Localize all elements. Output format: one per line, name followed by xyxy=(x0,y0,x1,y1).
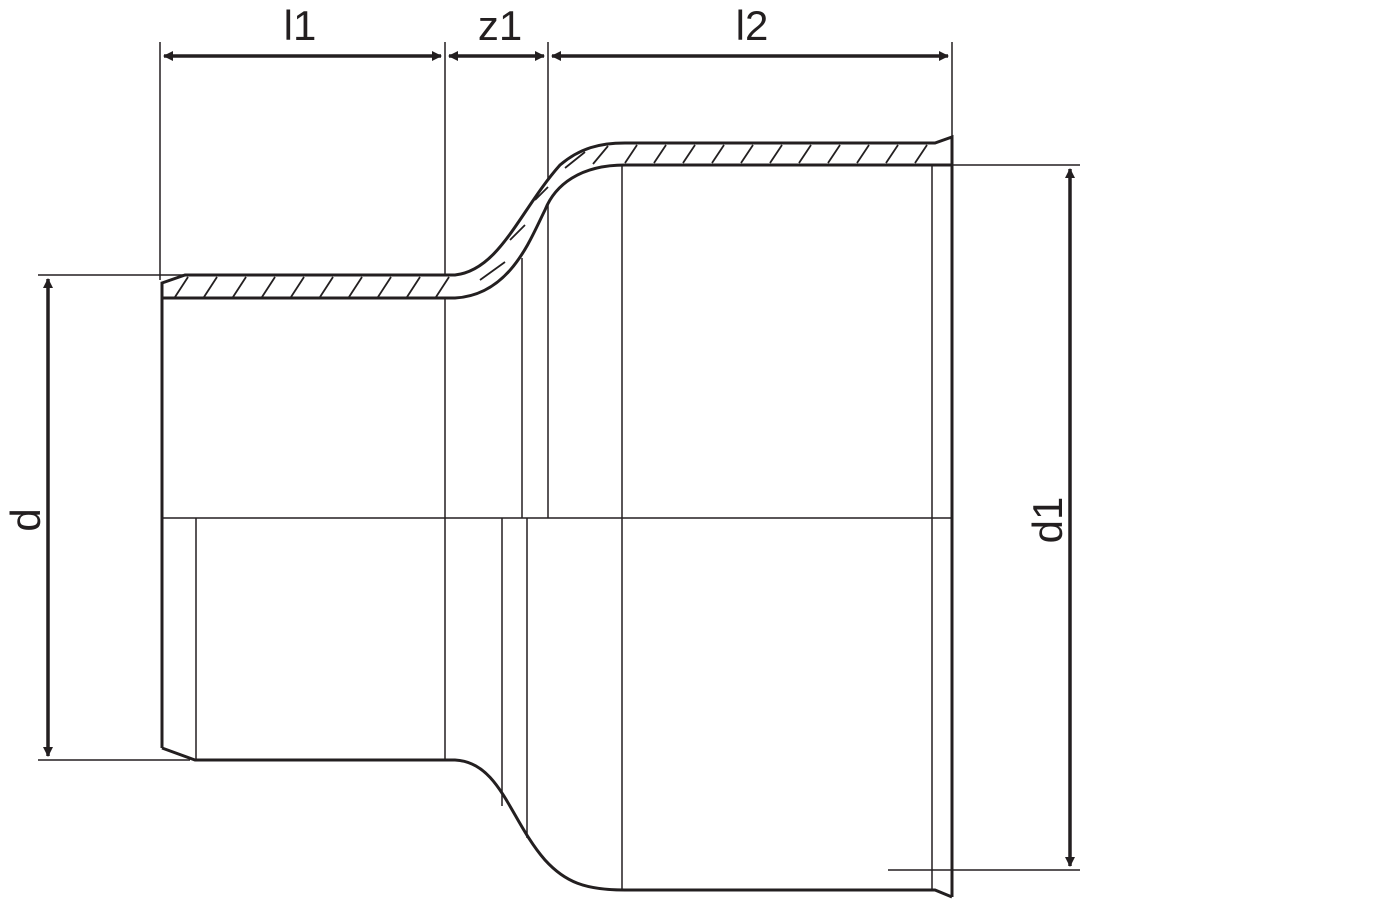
dimension-labels: l1 z1 l2 d d1 xyxy=(2,2,1071,543)
label-l1: l1 xyxy=(284,2,317,49)
wall-section-hatched xyxy=(160,134,954,300)
bottom-outer-contour xyxy=(161,746,953,899)
fitting-outline xyxy=(160,137,954,899)
label-l2: l2 xyxy=(736,2,769,49)
internal-lines xyxy=(162,165,952,890)
label-d1: d1 xyxy=(1024,497,1071,544)
dimension-arrows xyxy=(43,51,1075,867)
hatch-lines xyxy=(174,144,928,298)
label-z1: z1 xyxy=(478,2,522,49)
label-d: d xyxy=(2,508,49,531)
extension-lines xyxy=(38,42,1080,871)
